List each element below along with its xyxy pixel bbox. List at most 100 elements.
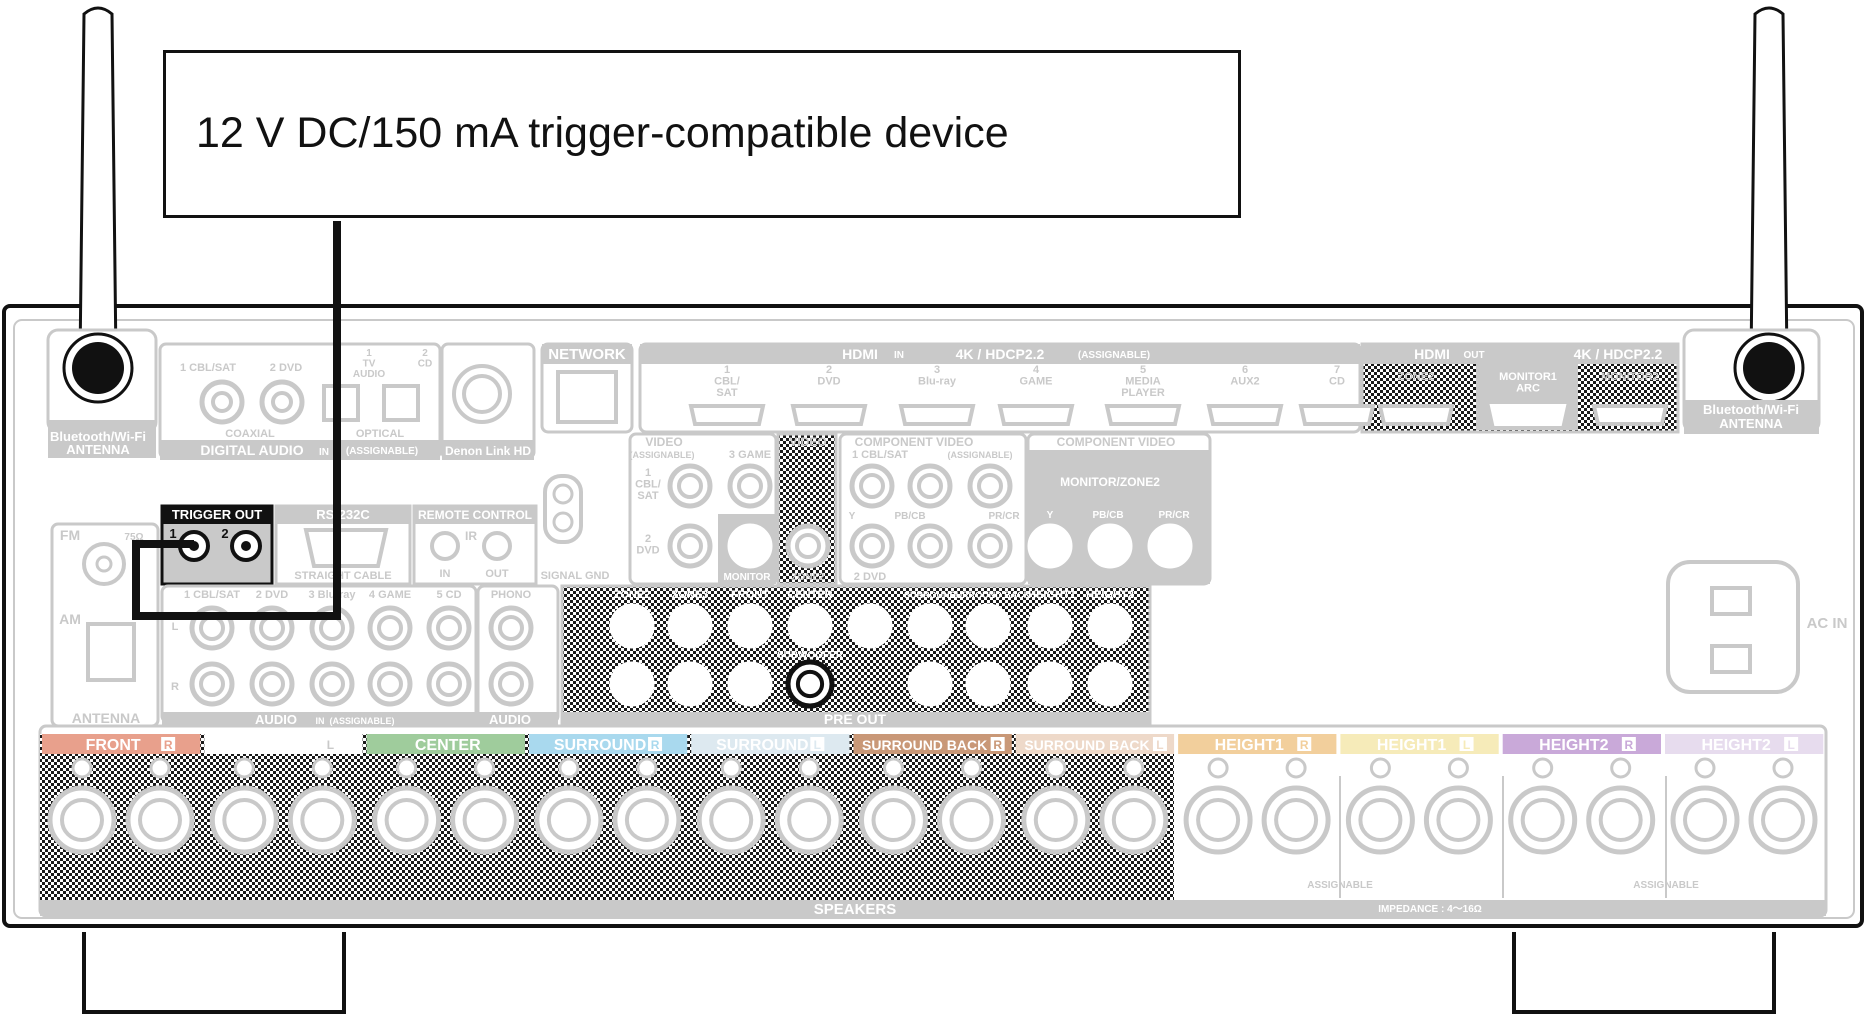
speaker-side-badge (1621, 737, 1636, 751)
audio-input-label: 4 GAME (369, 589, 411, 601)
minus-icon (474, 757, 496, 779)
plus-icon (1369, 757, 1391, 779)
speaker-side-label: L (1156, 738, 1163, 752)
audio-in-title: AUDIO (255, 712, 297, 727)
antenna-left-label-1: Bluetooth/Wi-Fi (50, 429, 146, 444)
speaker-terminal-inner (1111, 798, 1156, 842)
pre-out-jack-r-inner (917, 671, 943, 697)
video-out-zone: ZONE2 (791, 572, 825, 583)
optical-label: OPTICAL (356, 428, 405, 440)
speaker-terminal-inner (546, 798, 591, 842)
speaker-terminal-inner (1436, 798, 1481, 842)
component-out-jack-inner (1037, 533, 1063, 559)
component-out-y: Y (1047, 510, 1054, 521)
pre-out-jack-r-inner (677, 671, 703, 697)
speaker-group-label: HEIGHT2 (1701, 737, 1770, 754)
speaker-group-label: SURROUND (554, 737, 646, 754)
hdmi-port (790, 404, 868, 426)
audio-in-jack-l-inner (199, 615, 225, 641)
plus-icon (883, 757, 904, 779)
hdmi-in-title: HDMI (842, 346, 878, 362)
hdmi-port (997, 404, 1075, 426)
video-jack-inner (737, 473, 763, 499)
trigger-jack-2-label: 2 (221, 526, 228, 541)
speaker-side-label: R (164, 738, 173, 752)
speaker-group-label: SURROUND BACK (1024, 737, 1149, 753)
audio-in-jack-r-inner (259, 671, 285, 697)
component-out-jack-inner (1097, 533, 1123, 559)
audio-in-jack-r-inner (319, 671, 345, 697)
speaker-side-badge (1152, 737, 1167, 751)
audio-in-jack-l-inner (319, 615, 345, 641)
coaxial-input-label: 2 DVD (270, 362, 302, 374)
speaker-side-badge (990, 737, 1005, 751)
trigger-device-label: 12 V DC/150 mA trigger-compatible device (196, 109, 1009, 157)
plus-icon (396, 757, 418, 779)
height1-assignable: ASSIGNABLE (1307, 880, 1373, 891)
pre-out-jack-l-inner (1097, 613, 1123, 639)
pre-out-channel-label: CENTER (787, 589, 832, 601)
speaker-terminal-inner (60, 798, 104, 842)
plus-icon (1532, 757, 1554, 779)
speaker-group-header (1015, 734, 1175, 754)
video-in-title: VIDEO (645, 435, 682, 449)
network-group (540, 342, 634, 434)
plus-icon (558, 757, 580, 779)
minus-icon (1772, 757, 1794, 779)
speakers-title: SPEAKERS (814, 901, 897, 918)
video-jack-inner (737, 533, 763, 559)
pre-out-jack-r-inner (1097, 671, 1123, 697)
trigger-device-box: 12 V DC/150 mA trigger-compatible device (163, 50, 1241, 218)
phono-jack-r-inner (498, 671, 524, 697)
plus-icon (233, 757, 255, 779)
hdmi-out-port (1591, 404, 1669, 426)
antenna-right-label-1: Bluetooth/Wi-Fi (1703, 402, 1799, 417)
hdmi-out-title: HDMI (1414, 346, 1450, 362)
video-jack-inner (677, 533, 703, 559)
pre-out-channel-label: ZONE3 (672, 589, 709, 601)
pre-out-jack-l-inner (1037, 613, 1063, 639)
fm-ohm-label: 75Ω (124, 532, 143, 543)
video-input-label: 3 GAME (729, 449, 771, 461)
fm-am-antenna-group (50, 522, 160, 728)
component-out-pb: PB/CB (1092, 510, 1123, 521)
component-out-title: COMPONENT VIDEO (1057, 435, 1176, 449)
pre-out-title: PRE OUT (824, 711, 887, 727)
hdmi-port (688, 404, 766, 426)
hdmi-out-spec: 4K / HDCP2.2 (1574, 346, 1663, 362)
subwoofer-label: SUBWOOFER (777, 650, 844, 661)
minus-icon (149, 757, 171, 779)
speaker-side-label: L (1463, 738, 1470, 752)
rs232c-title: RS-232C (316, 507, 370, 522)
video-in-assignable: (ASSIGNABLE) (630, 450, 695, 460)
video-jack-inner (677, 473, 703, 499)
pre-out-jack-l-inner (975, 613, 1001, 639)
plus-icon (1207, 757, 1229, 779)
remote-control-group (412, 504, 538, 586)
minus-icon (636, 757, 658, 779)
component-row2-label: 2 DVD (854, 571, 886, 583)
component-in-jack-inner (859, 473, 885, 499)
rs232c-sub: STRAIGHT CABLE (294, 570, 391, 582)
speaker-terminal-inner (462, 798, 507, 842)
signal-gnd-terminal (543, 474, 583, 544)
denon-link-label: Denon Link HD (445, 444, 531, 458)
speaker-terminal-inner (138, 798, 182, 842)
audio-in-jack-r-inner (199, 671, 225, 697)
minus-icon (1285, 757, 1307, 779)
pre-out-channel-label: FRONT (731, 589, 769, 601)
speaker-group-label: HEIGHT1 (1377, 737, 1446, 754)
audio-input-label: 2 DVD (256, 589, 288, 601)
digital-audio-in-badge: IN (319, 447, 329, 458)
hdmi-out-badge: OUT (1463, 350, 1484, 361)
audio-input-label: 5 CD (436, 589, 461, 601)
